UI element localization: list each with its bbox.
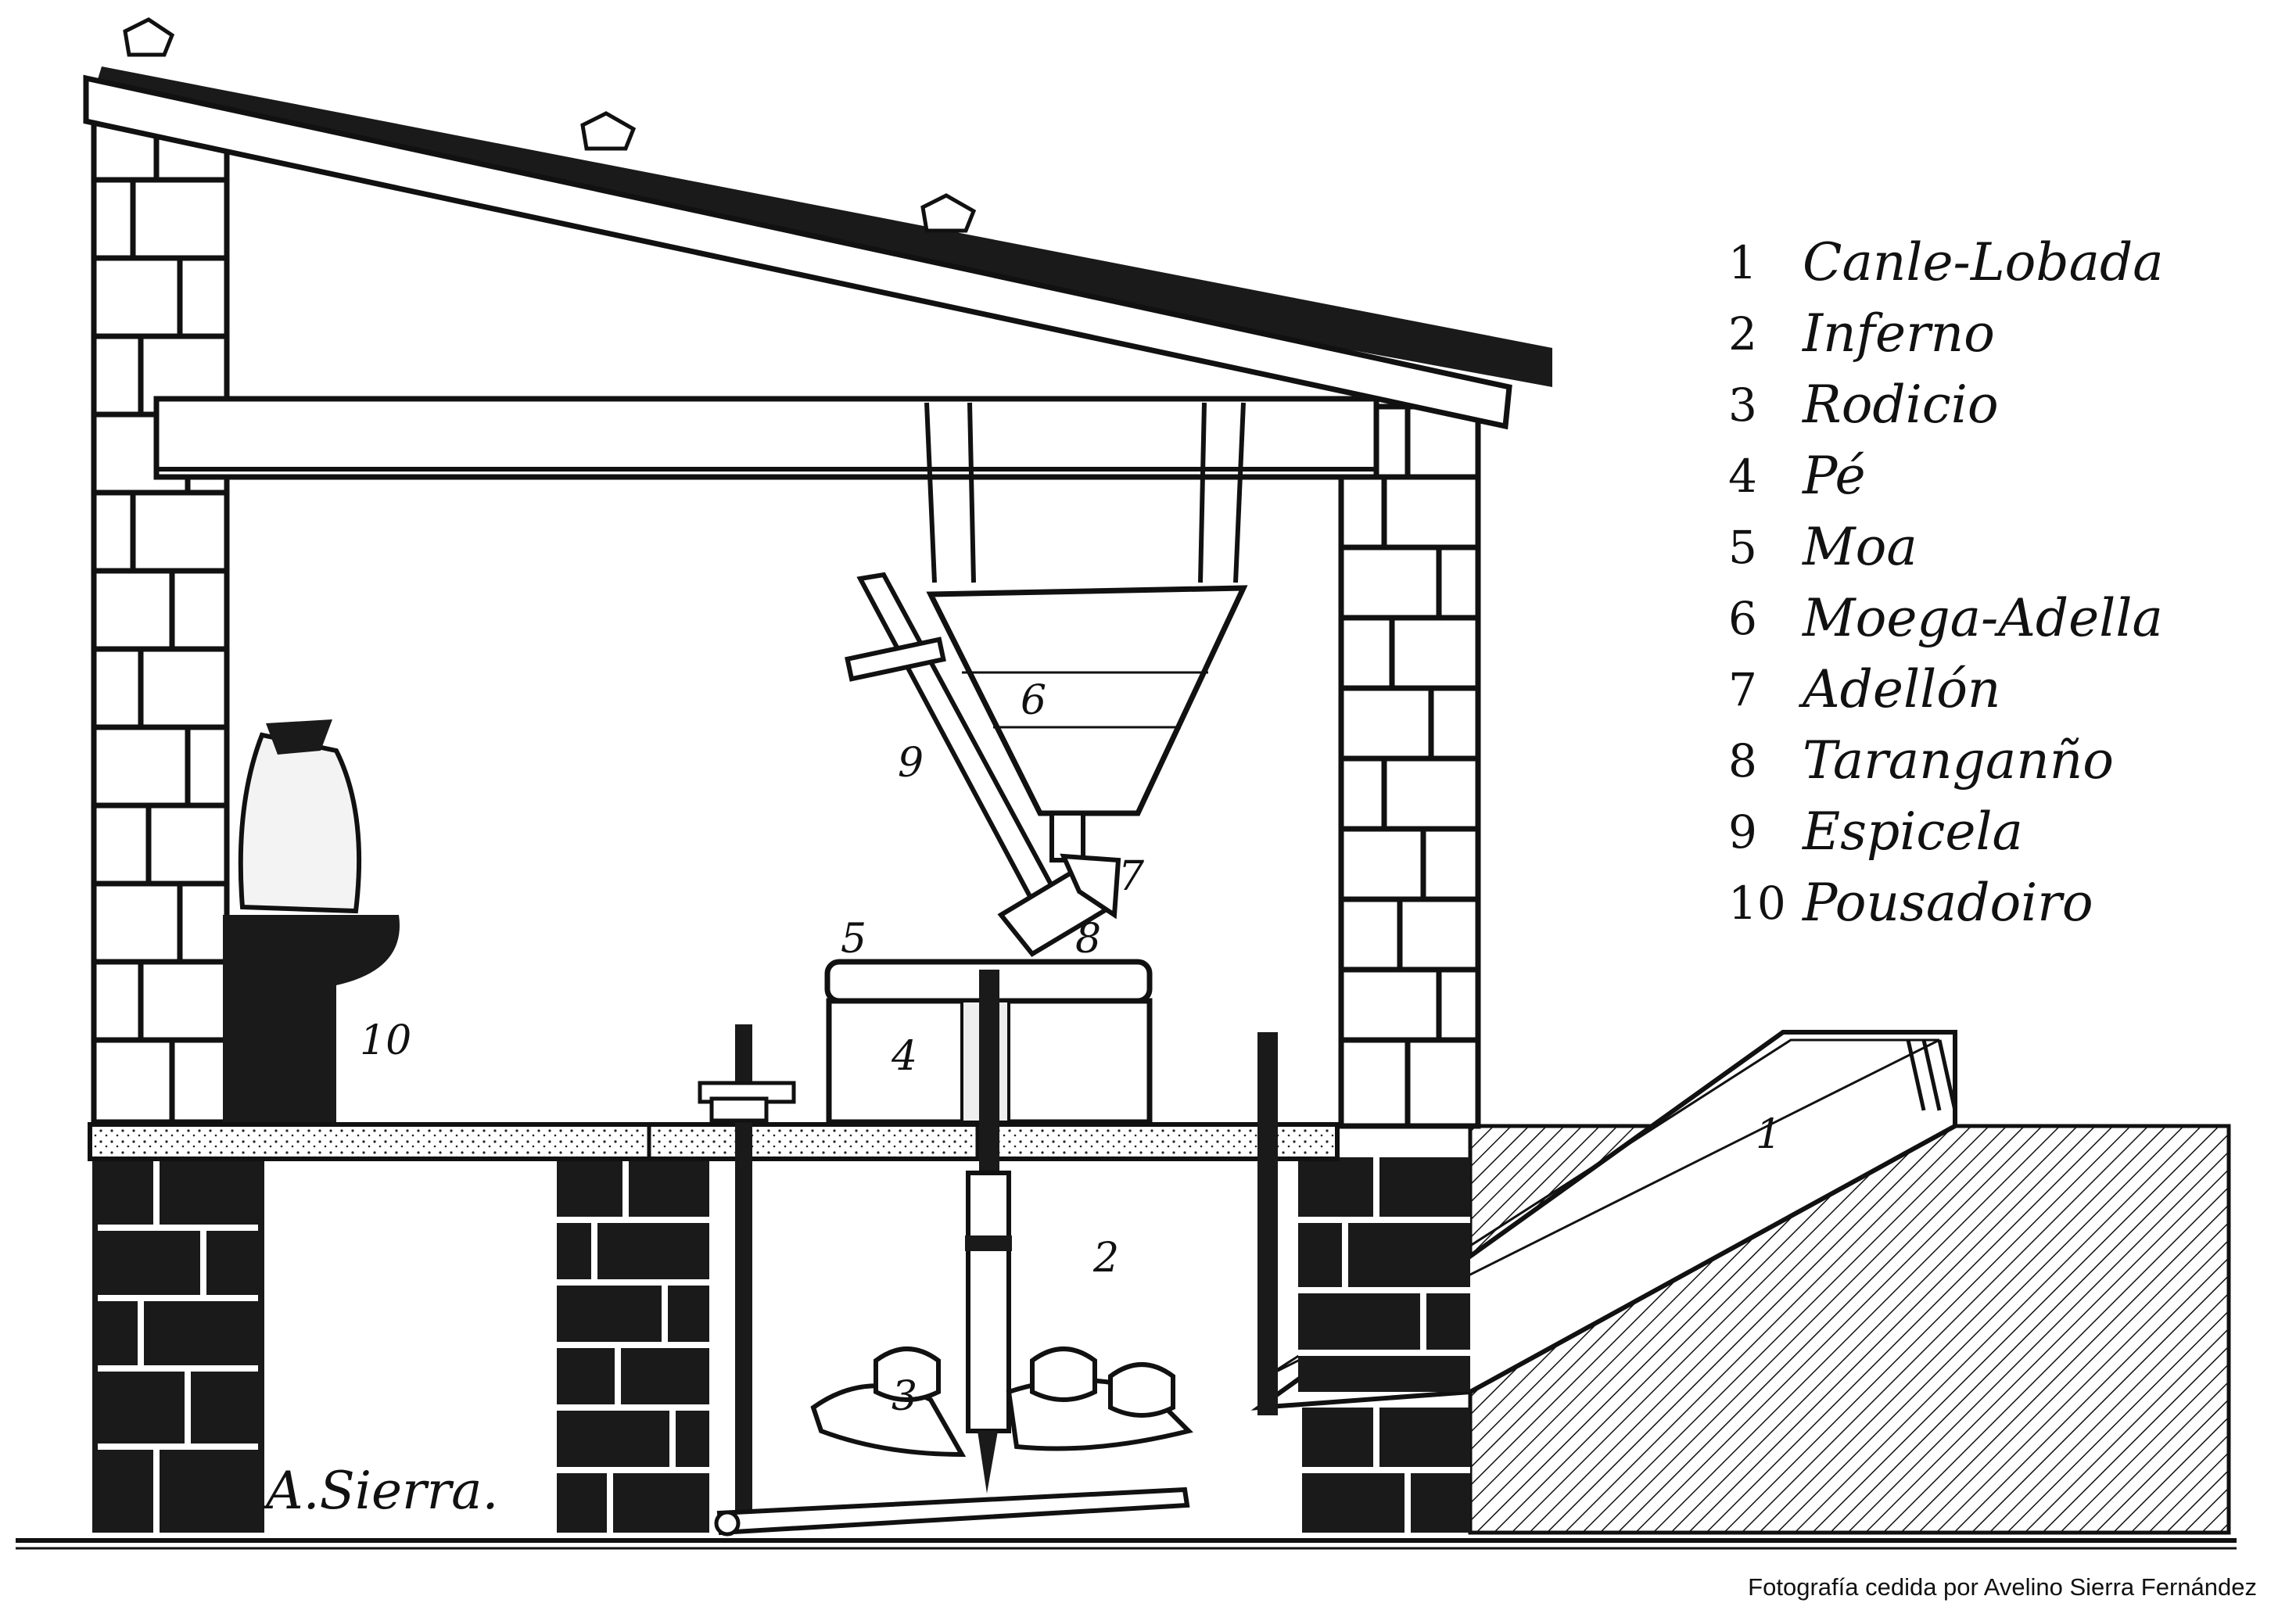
legend-label: Pé — [1803, 446, 1866, 506]
callout-2: 2 — [1093, 1235, 1120, 1282]
callout-8: 8 — [1075, 916, 1102, 963]
legend-label: Moa — [1803, 517, 1918, 577]
legend-item: 9 Espicela — [1728, 796, 2276, 867]
legend-label: Espicela — [1803, 802, 2023, 862]
stone-wall-right — [1338, 403, 1481, 1129]
floor — [88, 1122, 1340, 1161]
callout-3: 3 — [891, 1373, 918, 1420]
legend-label: Moega-Adella — [1803, 588, 2163, 648]
legend-item: 1 Canle-Lobada — [1728, 227, 2276, 298]
legend-item: 2 Inferno — [1728, 298, 2276, 369]
legend-number: 10 — [1728, 876, 1786, 930]
legend-item: 5 Moa — [1728, 511, 2276, 583]
callout-7: 7 — [1118, 853, 1145, 900]
flour-sack — [238, 719, 362, 914]
callout-9: 9 — [898, 740, 924, 787]
legend-number: 1 — [1728, 235, 1757, 289]
legend-item: 7 Adellón — [1728, 654, 2276, 725]
legend-number: 3 — [1728, 378, 1757, 432]
legend-number: 4 — [1728, 449, 1757, 503]
legend-number: 7 — [1728, 662, 1757, 716]
legend-item: 10 Pousadoiro — [1728, 867, 2276, 938]
legend-label: Canle-Lobada — [1803, 232, 2164, 292]
foundation-right — [1298, 1157, 1470, 1533]
foundation-middle — [557, 1157, 709, 1533]
lever — [845, 572, 1071, 926]
legend: 1 Canle-Lobada 2 Inferno 3 Rodicio 4 Pé 5 Moa… — [1728, 227, 2276, 938]
artist-signature: A.Sierra. — [266, 1461, 499, 1521]
shaft — [965, 970, 1012, 1494]
callout-5: 5 — [841, 916, 867, 963]
gate-rod — [1257, 1032, 1278, 1415]
callout-1: 1 — [1756, 1111, 1782, 1158]
stone-bench — [223, 915, 400, 1122]
legend-number: 2 — [1728, 307, 1757, 360]
legend-number: 5 — [1728, 520, 1757, 574]
callout-6: 6 — [1021, 677, 1047, 724]
roof — [83, 17, 1552, 430]
shoe — [997, 853, 1121, 957]
hopper — [926, 585, 1248, 863]
stone-wall-left — [91, 110, 230, 1125]
legend-number: 9 — [1728, 805, 1757, 859]
legend-label: Pousadoiro — [1803, 873, 2093, 933]
legend-item: 8 Taranganño — [1728, 725, 2276, 796]
legend-item: 4 Pé — [1728, 440, 2276, 511]
roof-beam — [153, 396, 1379, 480]
legend-item: 3 Rodicio — [1728, 369, 2276, 440]
lifting-rod — [698, 1024, 1190, 1537]
water-wheel — [810, 1347, 1193, 1458]
legend-number: 6 — [1728, 591, 1757, 645]
foundation-left — [92, 1157, 264, 1533]
legend-number: 8 — [1728, 733, 1757, 787]
photo-credit: Fotografía cedida por Avelino Sierra Fer… — [1748, 1573, 2257, 1601]
legend-label: Inferno — [1803, 303, 1995, 364]
legend-label: Rodicio — [1803, 375, 1999, 435]
callout-4: 4 — [891, 1033, 918, 1080]
hopper-ropes — [924, 402, 1246, 583]
callout-10: 10 — [360, 1017, 412, 1064]
legend-label: Adellón — [1803, 659, 2001, 719]
legend-item: 6 Moega-Adella — [1728, 583, 2276, 654]
legend-label: Taranganño — [1803, 730, 2114, 791]
ground — [16, 1538, 2237, 1550]
